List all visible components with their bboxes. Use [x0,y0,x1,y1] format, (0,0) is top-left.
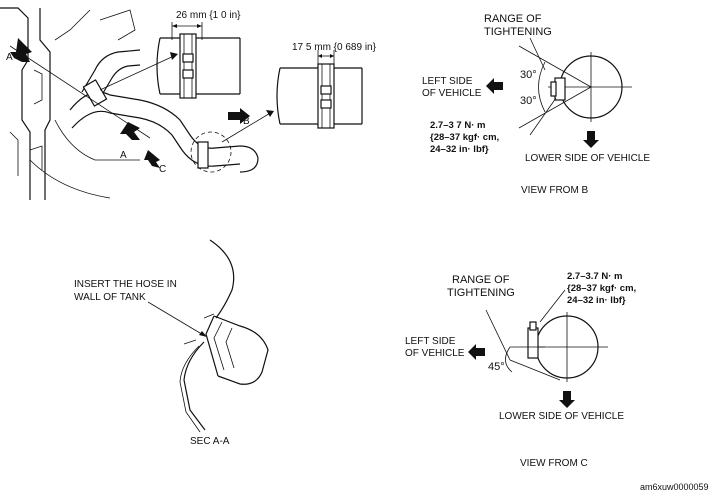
left-side-line1: LEFT SIDE [405,336,456,347]
torque-line3: 24–32 in· lbf} [430,144,489,155]
left-side-line1: LEFT SIDE [422,76,473,87]
left-arrow-icon [486,78,503,94]
clamp-dimension-26mm: 26 mm {1 0 in} [176,10,241,21]
insert-instruction-line2: WALL OF TANK [74,292,146,303]
torque-line2: {28–37 kgf· cm, [430,132,499,143]
clamp-detail-17mm: 17 5 mm {0 689 in} [276,42,377,129]
arrow-a-bottom [120,122,140,140]
left-arrow-icon [468,344,485,360]
range-label-line2: TIGHTENING [484,26,552,38]
torque-line1: 2.7–3 7 N· m [430,120,485,131]
view-from-b: RANGE OF TIGHTENING 30° 30° LEFT SIDE OF… [422,13,650,196]
clamp-detail-26mm: 26 mm {1 0 in} [156,10,241,99]
lower-side-label: LOWER SIDE OF VEHICLE [499,411,624,422]
label-c: C [159,164,166,175]
label-a-bottom: A [120,150,127,161]
down-arrow-icon [559,391,575,408]
left-side-line2: OF VEHICLE [405,348,465,359]
range-label-line1: RANGE OF [452,274,510,286]
view-b-caption: VIEW FROM B [521,185,589,196]
arrow-b [228,108,250,124]
range-label-line1: RANGE OF [484,13,542,25]
label-a-top: A [6,52,13,63]
hose-routing-view: A A B C [0,7,274,200]
label-b: B [243,116,250,127]
left-side-line2: OF VEHICLE [422,88,482,99]
angle-upper: 30° [520,69,537,81]
arrow-c [144,150,160,168]
view-c-caption: VIEW FROM C [520,458,588,469]
insert-instruction-line1: INSERT THE HOSE IN [74,279,177,290]
range-label-line2: TIGHTENING [447,287,515,299]
lower-side-label: LOWER SIDE OF VEHICLE [525,153,650,164]
arrow-a-top [10,38,32,62]
torque-line2: {28–37 kgf· cm, [567,283,636,294]
figure-id: am6xuw0000059 [640,482,709,492]
torque-line3: 24–32 in· lbf} [567,295,626,306]
section-a-a: INSERT THE HOSE IN WALL OF TANK SEC A-A [74,239,269,447]
torque-line1: 2.7–3.7 N· m [567,271,622,282]
section-caption: SEC A-A [190,436,230,447]
angle-label: 45° [488,361,505,373]
down-arrow-icon [583,131,599,148]
clamp-dimension-17mm: 17 5 mm {0 689 in} [292,42,377,53]
view-from-c: RANGE OF TIGHTENING 2.7–3.7 N· m {28–37 … [405,271,636,469]
angle-lower: 30° [520,95,537,107]
